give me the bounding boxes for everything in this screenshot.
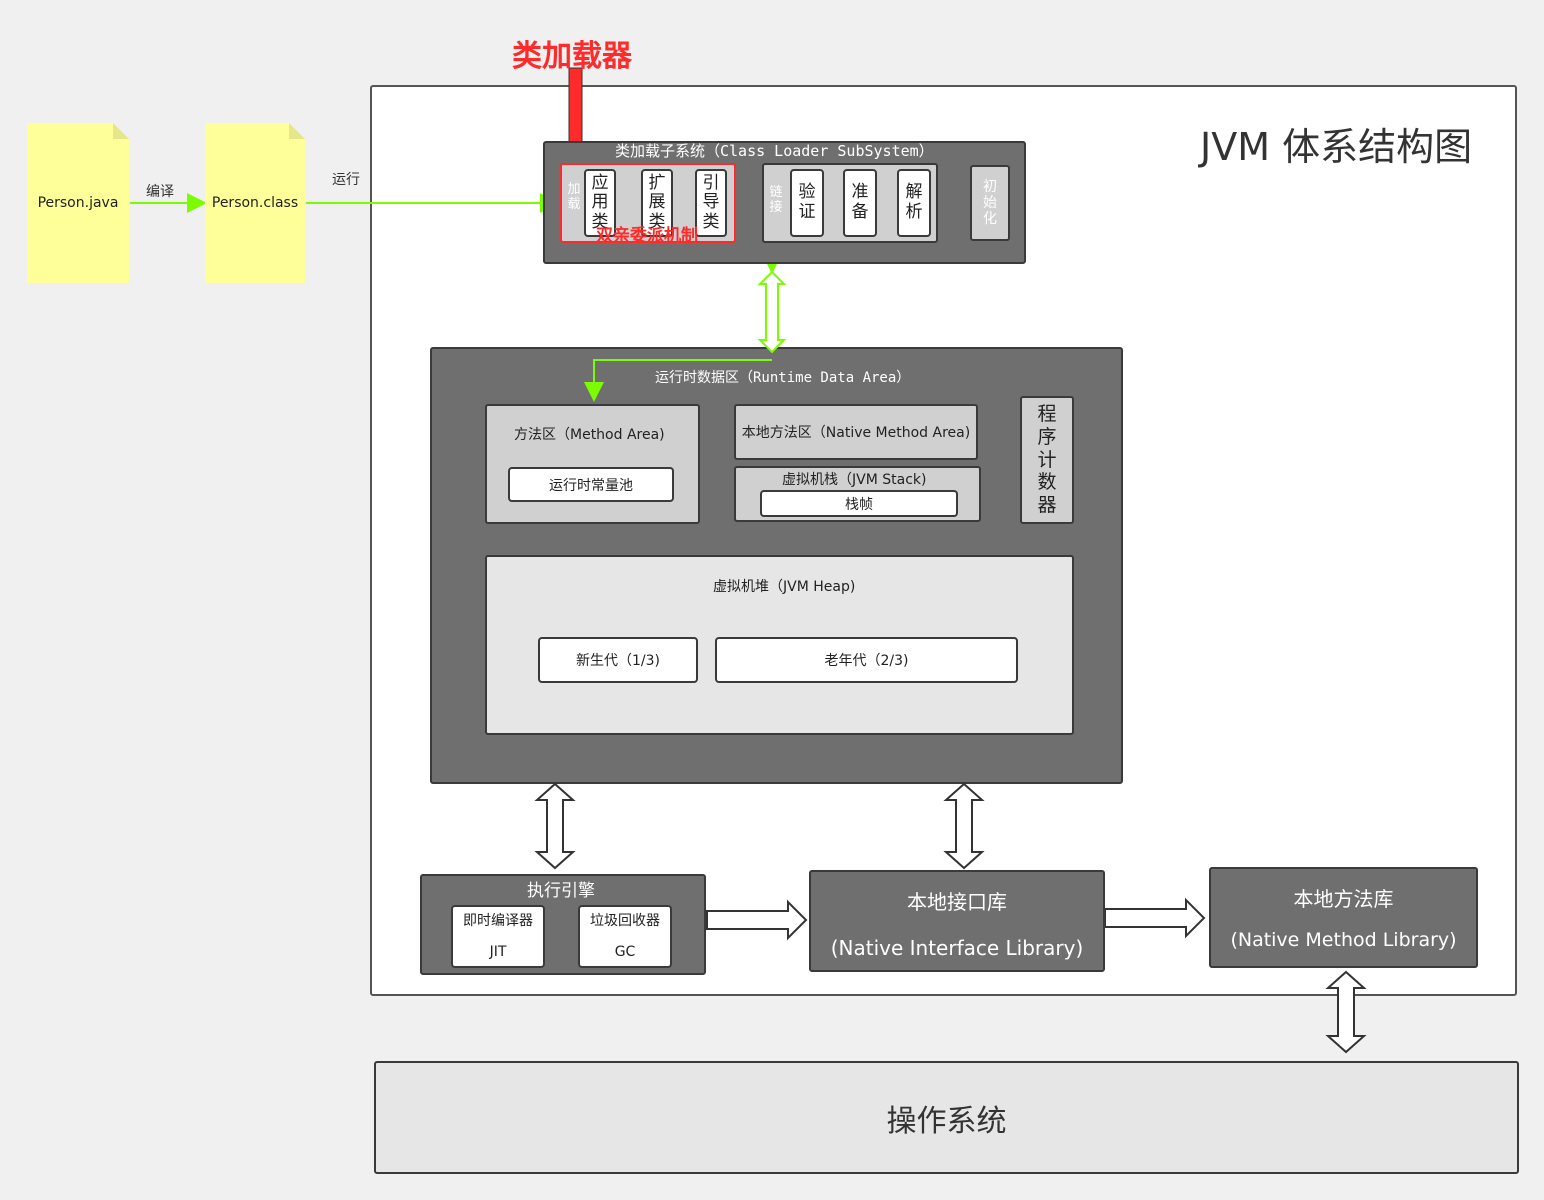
jit-abbr: JIT	[489, 944, 507, 960]
jvm-stack-title: 虚拟机栈（JVM Stack)	[782, 472, 927, 488]
verify-step: 验 证	[790, 169, 824, 237]
native-library-name: 本地方法库	[1293, 887, 1394, 911]
runtime-exec-arrow	[534, 782, 576, 870]
native-method-library: 本地方法库 (Native Method Library)	[1209, 867, 1478, 968]
ext-class-loader: 扩 展 类	[641, 169, 673, 237]
interface-to-nativelib-arrow	[1104, 897, 1206, 939]
native-method-area: 本地方法区（Native Method Area)	[734, 404, 978, 460]
stack-frame: 栈帧	[760, 490, 958, 517]
compiled-file-label: Person.class	[211, 195, 299, 211]
garbage-collector: 垃圾回收器 GC	[578, 905, 672, 968]
method-area	[485, 404, 700, 524]
young-generation: 新生代（1/3)	[538, 637, 698, 683]
bootstrap-class-loader: 引 导 类	[695, 169, 727, 237]
class-loader-title: 类加载子系统（Class Loader SubSystem）	[615, 142, 934, 160]
compile-label: 编译	[146, 184, 174, 200]
method-area-title: 方法区（Method Area)	[514, 427, 665, 443]
native-library-en: (Native Method Library)	[1230, 929, 1457, 951]
nativelib-os-arrow	[1325, 970, 1367, 1054]
jvm-heap-title: 虚拟机堆（JVM Heap)	[713, 579, 856, 595]
runtime-constant-pool: 运行时常量池	[508, 467, 674, 502]
app-class-loader: 应 用 类	[584, 169, 616, 237]
native-interface-library: 本地接口库 (Native Interface Library)	[809, 870, 1105, 972]
class-loader-annotation: 类加载器	[512, 39, 632, 74]
load-label: 加 载	[567, 182, 581, 212]
person-java-note: Person.java	[27, 123, 129, 283]
gc-abbr: GC	[614, 944, 636, 960]
program-counter: 程 序 计 数 器	[1020, 396, 1074, 524]
operating-system: 操作系统	[374, 1061, 1519, 1174]
link-label: 链 接	[769, 185, 783, 215]
page-title: JVM 体系结构图	[1200, 125, 1473, 169]
native-interface-name: 本地接口库	[907, 890, 1007, 914]
person-class-note: Person.class	[205, 123, 305, 283]
initialization-step: 初 始 化	[970, 165, 1010, 241]
runtime-native-arrow	[943, 782, 985, 870]
prepare-step: 准 备	[843, 169, 877, 237]
jit-name: 即时编译器	[463, 913, 533, 929]
gc-name: 垃圾回收器	[590, 913, 660, 929]
jit-compiler: 即时编译器 JIT	[451, 905, 545, 968]
old-generation: 老年代（2/3)	[715, 637, 1018, 683]
run-label: 运行	[332, 172, 360, 188]
runtime-data-area-title: 运行时数据区（Runtime Data Area）	[655, 370, 911, 386]
native-interface-en: (Native Interface Library)	[830, 936, 1084, 960]
execution-engine-title: 执行引擎	[527, 881, 595, 901]
source-file-label: Person.java	[37, 195, 119, 211]
exec-to-interface-arrow	[706, 899, 808, 941]
parent-delegation-label: 双亲委派机制	[596, 226, 698, 246]
resolve-step: 解 析	[897, 169, 931, 237]
